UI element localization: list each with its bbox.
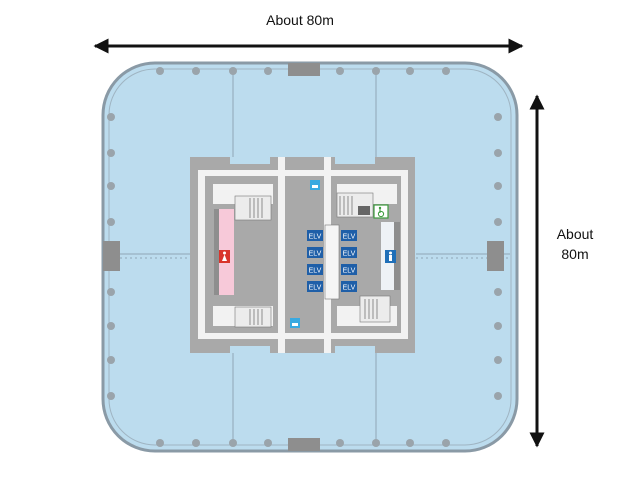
height-label: About 80m bbox=[545, 224, 605, 264]
width-label: About 80m bbox=[266, 12, 334, 28]
elevator-label: ELV bbox=[343, 285, 356, 292]
wheelchair-icon bbox=[373, 204, 389, 219]
elevator-car bbox=[341, 230, 357, 241]
elevator-label: ELV bbox=[309, 268, 322, 275]
elevator-car bbox=[307, 281, 323, 292]
height-label-line1: About bbox=[556, 226, 594, 242]
stair-hatching bbox=[249, 196, 378, 325]
height-label-line2: 80m bbox=[561, 246, 589, 262]
male-restroom-icon bbox=[385, 250, 396, 263]
elevator-car bbox=[307, 230, 323, 241]
elevator-car bbox=[341, 264, 357, 275]
elevator-label: ELV bbox=[343, 234, 356, 241]
water-tap-icon bbox=[310, 180, 320, 190]
elevator-label: ELV bbox=[343, 268, 356, 275]
elevator-car bbox=[341, 247, 357, 258]
facade-notches bbox=[103, 63, 504, 451]
elevator-label: ELV bbox=[309, 285, 322, 292]
elevator-car bbox=[307, 264, 323, 275]
perimeter-columns bbox=[107, 67, 502, 447]
service-room-box bbox=[358, 206, 370, 215]
water-tap-icon bbox=[290, 318, 300, 328]
elevator-label: ELV bbox=[309, 234, 322, 241]
elevator-car bbox=[341, 281, 357, 292]
elevator-car bbox=[307, 247, 323, 258]
elevator-bank: ELV ELV ELV ELV ELV ELV ELV ELV bbox=[307, 230, 357, 292]
female-restroom-icon bbox=[219, 250, 230, 263]
elevator-label: ELV bbox=[309, 251, 322, 258]
elevator-label: ELV bbox=[343, 251, 356, 258]
